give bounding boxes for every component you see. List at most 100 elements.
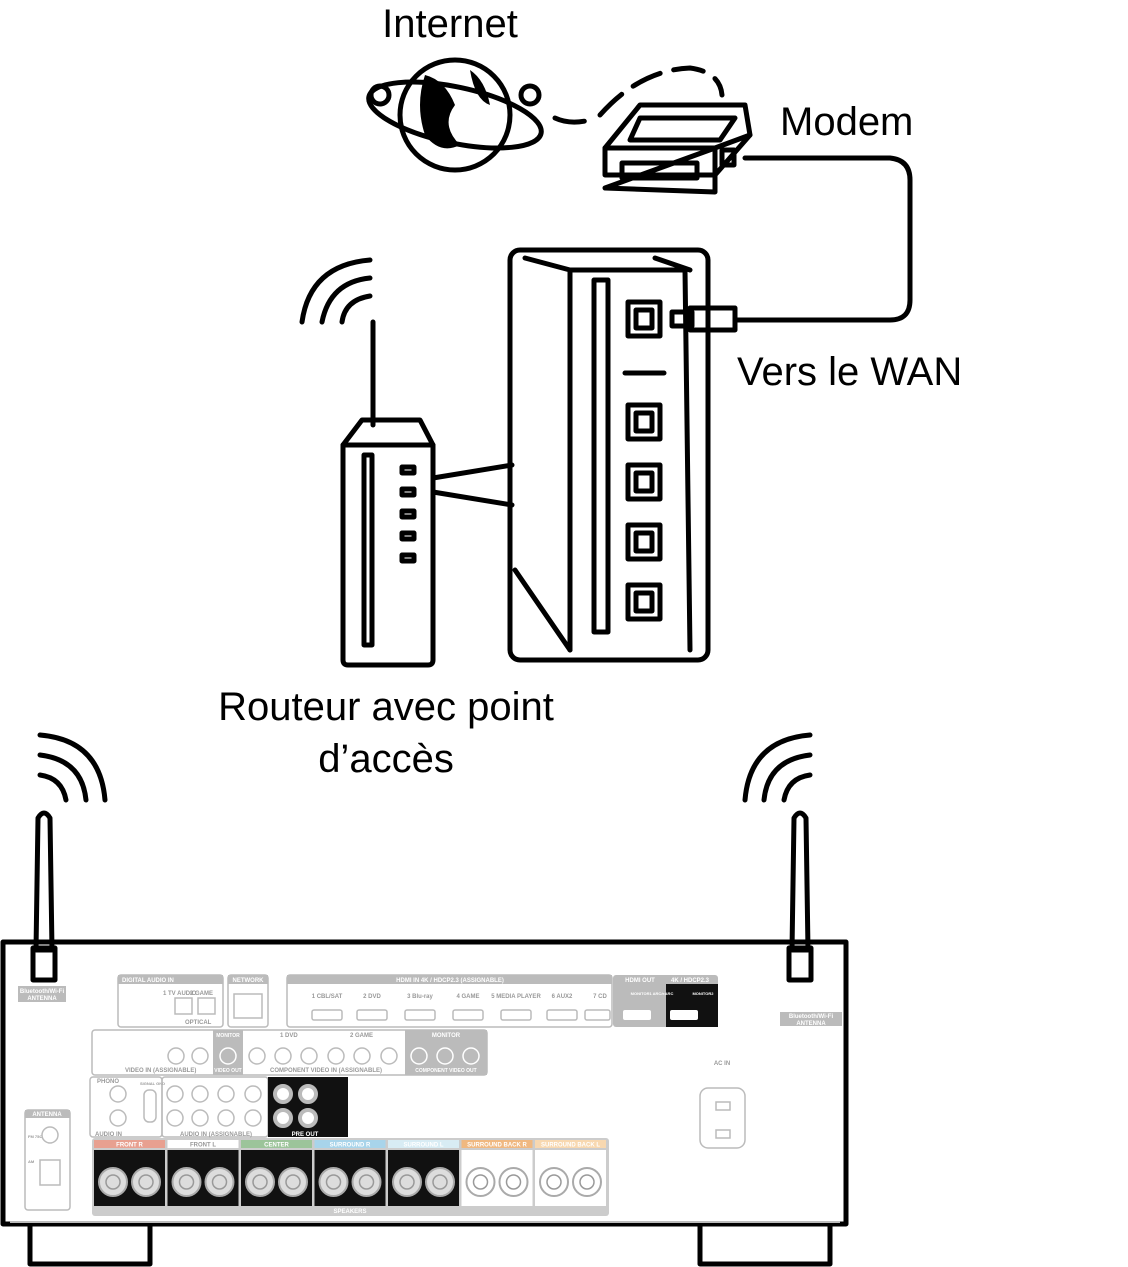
router-icon	[340, 319, 436, 668]
am-label: AM	[28, 1159, 35, 1164]
signal-gnd-label: SIGNAL GND	[140, 1081, 165, 1086]
monitor2-label: MONITOR2	[692, 991, 714, 996]
internet-globe-icon	[366, 57, 544, 173]
hdmi-out-port	[670, 1010, 698, 1020]
svg-text:5 MEDIA PLAYER: 5 MEDIA PLAYER	[491, 994, 541, 1000]
wifi-signal-icon	[742, 732, 813, 803]
component-1-label: 1 DVD	[280, 1033, 298, 1039]
internet-label: Internet	[382, 2, 518, 46]
component-in-label: COMPONENT VIDEO IN (ASSIGNABLE)	[270, 1068, 382, 1074]
speaker-binding-post	[351, 1167, 382, 1197]
svg-text:2 DVD: 2 DVD	[363, 994, 381, 1000]
speaker-binding-post	[245, 1167, 275, 1197]
monitor1-label: MONITOR1 ARC/eARC	[631, 991, 674, 996]
speaker-binding-post	[572, 1167, 602, 1197]
audio-in-assignable-label: AUDIO IN (ASSIGNABLE)	[180, 1132, 252, 1138]
wifi-signal-icon	[299, 257, 373, 325]
svg-text:7 CD: 7 CD	[593, 994, 607, 1000]
svg-text:4 GAME: 4 GAME	[456, 994, 479, 1000]
speaker-group: CENTER	[241, 1140, 312, 1206]
speakers-label: SPEAKERS	[333, 1209, 366, 1215]
bt-antenna-label: ANTENNA	[27, 996, 57, 1002]
ethernet-plug-icon	[669, 305, 738, 333]
hdmi-out-label: HDMI OUT	[625, 978, 655, 984]
speaker-binding-post	[204, 1167, 235, 1197]
bt-antenna-label: Bluetooth/Wi-Fi	[789, 1014, 834, 1020]
fm-label: FM 75Ω	[28, 1134, 43, 1139]
speaker-group: SURROUND R	[314, 1140, 386, 1206]
lan-port-icon	[625, 522, 663, 562]
pre-out-label: PRE OUT	[292, 1132, 319, 1138]
speaker-binding-post	[171, 1167, 202, 1197]
speaker-binding-post	[318, 1167, 349, 1197]
speaker-group: SURROUND BACK L	[535, 1140, 606, 1206]
lan-port-icon	[625, 582, 663, 622]
speaker-group-label: SURROUND L	[404, 1143, 444, 1149]
speaker-binding-post	[539, 1167, 569, 1197]
component-out-label: COMPONENT VIDEO OUT	[415, 1068, 476, 1074]
svg-text:6 AUX2: 6 AUX2	[552, 994, 573, 1000]
bt-antenna-label: Bluetooth/Wi-Fi	[20, 989, 65, 995]
antenna-left-icon	[30, 810, 58, 983]
ac-inlet	[699, 1087, 746, 1149]
speaker-group: FRONT L	[167, 1140, 239, 1206]
receiver-foot	[27, 1221, 153, 1267]
speaker-binding-post	[98, 1167, 128, 1197]
speaker-group-label: FRONT L	[190, 1143, 216, 1149]
speaker-group-label: SURROUND R	[330, 1143, 371, 1149]
lan-port-icon	[625, 462, 663, 502]
hdmi-out-port	[623, 1010, 651, 1020]
am-terminal	[39, 1159, 61, 1186]
video-in-label: VIDEO IN (ASSIGNABLE)	[125, 1068, 196, 1074]
component-monitor-label: MONITOR	[432, 1033, 461, 1039]
audio-in-label: AUDIO IN	[95, 1132, 122, 1138]
optical-1-label: 1 TV AUDIO	[163, 991, 197, 997]
speaker-binding-post	[278, 1167, 308, 1197]
fm-jack	[41, 1126, 59, 1144]
hdmi-inputs: 1 CBL/SAT 2 DVD 3 Blu-ray 4 GAME 5 MEDIA…	[311, 994, 611, 1021]
speaker-group-label: FRONT R	[116, 1143, 143, 1149]
monitor-label: MONITOR	[216, 1033, 240, 1039]
network-label: NETWORK	[233, 978, 265, 984]
router-label-line1: Routeur avec point	[218, 685, 554, 729]
phono-label: PHONO	[97, 1079, 119, 1085]
receiver-foot	[697, 1221, 833, 1267]
speaker-group-label: CENTER	[264, 1143, 289, 1149]
modem-label: Modem	[780, 100, 913, 144]
optical-port	[197, 997, 216, 1015]
speaker-binding-post	[498, 1167, 529, 1197]
component-2-label: 2 GAME	[350, 1033, 373, 1039]
speaker-binding-post	[392, 1167, 422, 1197]
lan-port-icon	[625, 402, 663, 442]
av-receiver-rear-panel: Bluetooth/Wi-Fi ANTENNA Bluetooth/Wi-Fi …	[0, 810, 849, 1267]
speaker-group: FRONT R	[94, 1140, 165, 1206]
router-ports-closeup	[507, 247, 711, 663]
hdmi-in-label: HDMI IN 4K / HDCP2.3 (ASSIGNABLE)	[396, 978, 504, 984]
speaker-group: SURROUND L	[388, 1140, 459, 1206]
wifi-signal-icon	[37, 732, 108, 803]
speaker-group-label: SURROUND BACK L	[541, 1143, 600, 1149]
speaker-binding-post	[425, 1167, 455, 1197]
modem-icon	[602, 102, 753, 195]
digital-audio-label: DIGITAL AUDIO IN	[122, 978, 174, 984]
rca-jacks	[167, 1047, 480, 1065]
router-label-line2: d’accès	[318, 737, 454, 781]
network-port	[233, 993, 263, 1019]
speaker-group-label: SURROUND BACK R	[467, 1143, 527, 1149]
svg-text:3 Blu-ray: 3 Blu-ray	[407, 994, 433, 1000]
wan-port-icon	[625, 299, 663, 339]
hdmi-out-4k-label: 4K / HDCP2.3	[671, 978, 710, 984]
bt-antenna-label: ANTENNA	[796, 1021, 826, 1027]
speaker-group: SURROUND BACK R	[461, 1140, 533, 1206]
speaker-binding-post	[131, 1167, 161, 1197]
ac-in-label: AC IN	[714, 1061, 730, 1067]
wan-cable	[732, 155, 913, 323]
svg-text:1 CBL/SAT: 1 CBL/SAT	[312, 994, 343, 1000]
optical-2-label: 2 GAME	[190, 991, 213, 997]
callout-lines	[430, 462, 515, 508]
antenna-label: ANTENNA	[32, 1112, 62, 1118]
optical-port	[174, 997, 193, 1015]
internet-link-line	[552, 65, 725, 125]
speaker-binding-post	[465, 1167, 496, 1197]
